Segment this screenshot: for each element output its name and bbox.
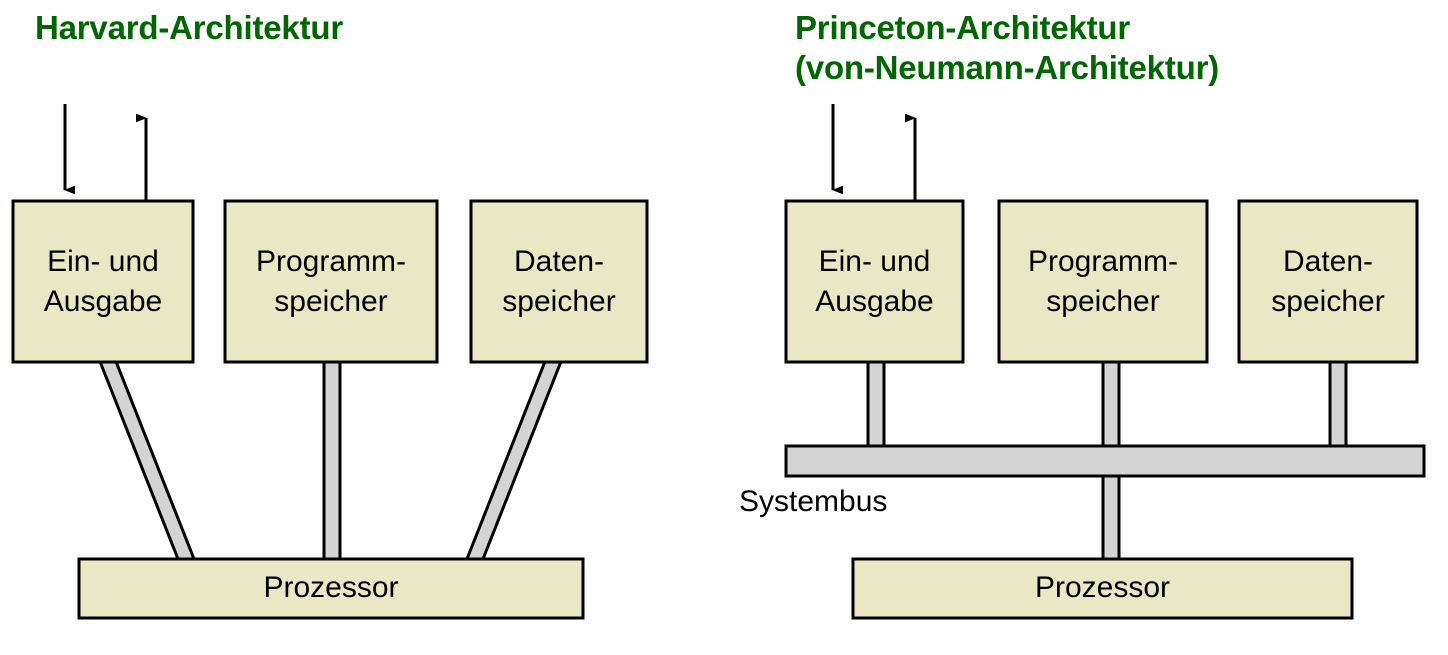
harvard-title: Harvard-Architektur xyxy=(35,9,343,46)
harvard-box-processor xyxy=(77,557,585,620)
princeton-title-line1: Princeton-Architektur xyxy=(795,9,1131,46)
princeton-bus-program xyxy=(1101,357,1121,452)
harvard-bus-data xyxy=(462,357,565,566)
princeton-bus-io xyxy=(866,357,886,452)
princeton-system-bus-bar xyxy=(784,444,1426,478)
harvard-box-data-memory xyxy=(469,199,649,364)
harvard-bus-io xyxy=(96,357,199,566)
princeton-bus-data xyxy=(1328,357,1348,452)
harvard-bus-connectors xyxy=(96,357,565,566)
princeton-box-data-memory xyxy=(1237,199,1419,364)
princeton-system-bus-label: Systembus xyxy=(739,485,888,518)
princeton-title-line2: (von-Neumann-Architektur) xyxy=(795,49,1220,86)
harvard-bus-program xyxy=(322,357,342,566)
harvard-io-arrows xyxy=(63,104,148,200)
princeton-box-program-memory xyxy=(997,199,1209,364)
princeton-bus-connectors xyxy=(866,357,1348,566)
harvard-box-program-memory xyxy=(223,199,439,364)
harvard-box-io xyxy=(11,199,195,364)
princeton-io-arrows xyxy=(831,104,917,200)
princeton-box-io xyxy=(784,199,965,364)
princeton-box-processor xyxy=(851,557,1354,620)
princeton-bus-processor xyxy=(1101,468,1121,566)
princeton-title: Princeton-Architektur(von-Neumann-Archit… xyxy=(795,8,1219,88)
